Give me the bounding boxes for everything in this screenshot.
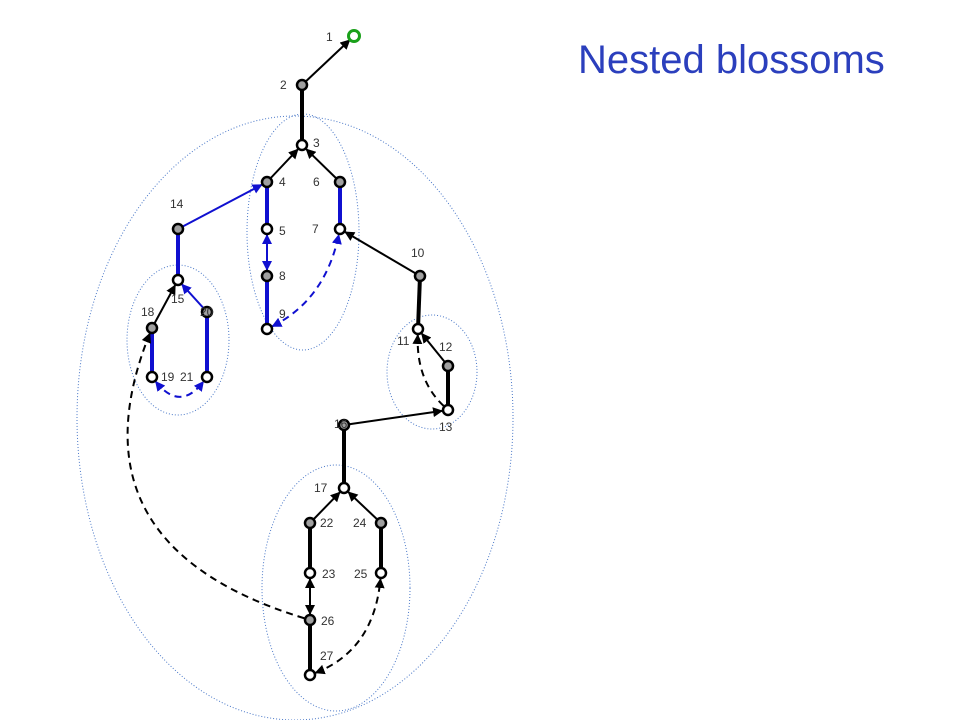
node-5 [260, 222, 274, 236]
node-25 [374, 566, 388, 580]
blossom-11-13 [386, 314, 478, 430]
node-23 [303, 566, 317, 580]
node-label-2: 2 [280, 78, 287, 92]
edge-27-25 [314, 577, 385, 675]
node-label-17: 17 [314, 481, 328, 495]
blossom-outer [76, 115, 514, 720]
node-label-9: 9 [279, 307, 286, 321]
edge-10-7 [344, 231, 421, 277]
edge-18-15 [151, 284, 177, 329]
node-21 [200, 370, 214, 384]
edge-14-4 [177, 183, 263, 230]
node-3 [295, 138, 309, 152]
edge-2-1 [301, 39, 351, 86]
blossom-15-21 [126, 264, 230, 416]
node-label-26: 26 [321, 614, 335, 628]
node-8 [260, 269, 274, 283]
node-label-3: 3 [313, 136, 320, 150]
node-1 [347, 29, 361, 43]
node-label-23: 23 [322, 567, 336, 581]
node-label-7: 7 [312, 222, 319, 236]
node-26 [303, 613, 317, 627]
node-17 [337, 481, 351, 495]
node-label-8: 8 [279, 269, 286, 283]
node-11 [411, 322, 425, 336]
node-16 [337, 418, 351, 432]
node-4 [260, 175, 274, 189]
edge-12-11 [421, 332, 449, 367]
node-14 [171, 222, 185, 236]
edge-26-18 [126, 332, 305, 620]
node-label-21: 21 [180, 370, 194, 384]
blossom-outlines [76, 113, 514, 720]
edge-6-3 [305, 148, 341, 183]
diagram-title: Nested blossoms [578, 38, 885, 82]
node-label-12: 12 [439, 340, 453, 354]
node-9 [260, 322, 274, 336]
edge-13-11 [412, 333, 445, 407]
node-13 [441, 403, 455, 417]
node-label-10: 10 [411, 246, 425, 260]
node-7 [333, 222, 347, 236]
node-label-5: 5 [279, 224, 286, 238]
edge-9-7 [271, 233, 342, 328]
node-label-11: 11 [397, 334, 410, 348]
node-label-15: 15 [171, 292, 185, 306]
blossom-17-27 [261, 464, 411, 712]
node-label-19: 19 [161, 370, 175, 384]
node-10 [413, 269, 427, 283]
edge-4-3 [266, 148, 299, 183]
node-20 [200, 305, 214, 319]
node-label-13: 13 [439, 420, 453, 434]
node-label-6: 6 [313, 175, 320, 189]
edge-22-17 [309, 491, 341, 524]
node-2 [295, 78, 309, 92]
node-label-18: 18 [141, 305, 155, 319]
node-label-27: 27 [320, 649, 334, 663]
edge-16-13 [343, 407, 444, 426]
node-label-1: 1 [326, 30, 333, 44]
edge-19-21 [154, 380, 205, 398]
node-label-14: 14 [170, 197, 184, 211]
node-label-22: 22 [320, 516, 334, 530]
node-label-20: 20 [200, 305, 214, 319]
node-24 [374, 516, 388, 530]
node-19 [145, 370, 159, 384]
node-12 [441, 359, 455, 373]
blossom-3-9 [246, 113, 360, 351]
node-6 [333, 175, 347, 189]
edge-24-17 [347, 491, 382, 524]
node-label-4: 4 [279, 175, 286, 189]
node-label-25: 25 [354, 567, 368, 581]
node-label-24: 24 [353, 516, 367, 530]
node-15 [171, 273, 185, 287]
node-22 [303, 516, 317, 530]
node-label-16: 16 [334, 417, 348, 431]
node-18 [145, 321, 159, 335]
edge-10-11 [416, 275, 422, 330]
node-27 [303, 668, 317, 682]
